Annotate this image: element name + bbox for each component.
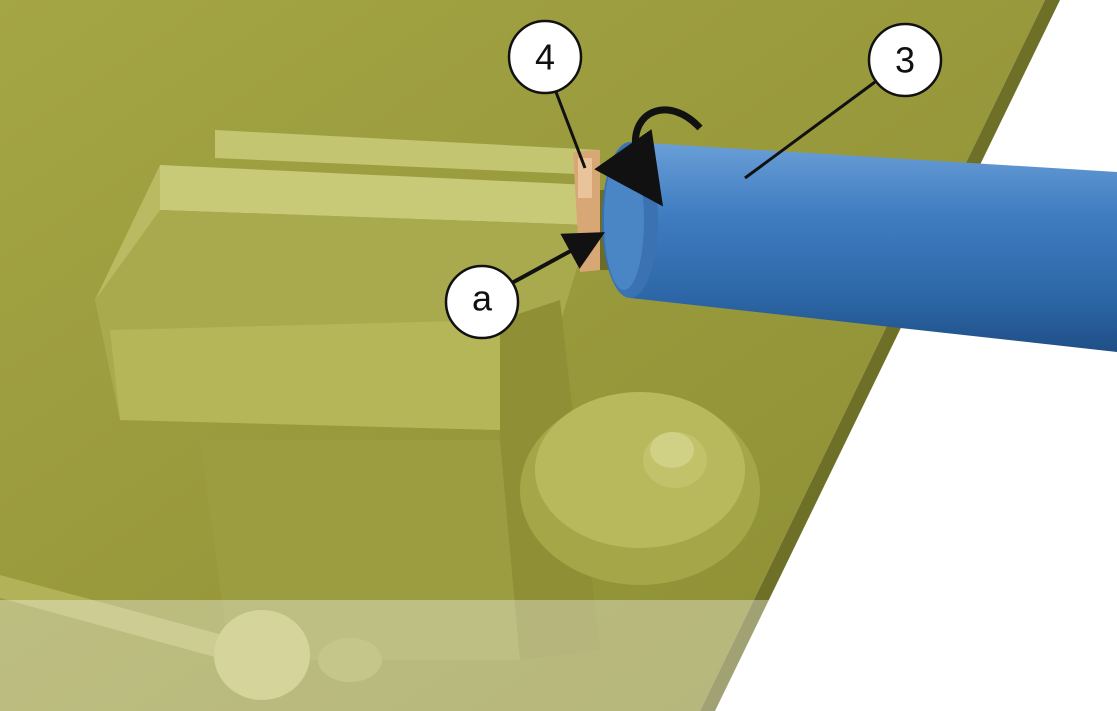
callout-3-label: 3 [895, 40, 915, 81]
vise-column [200, 440, 520, 660]
base-bolt-head [650, 432, 694, 468]
rotation-arrow-icon [594, 106, 703, 207]
callout-3: 3 [867, 22, 943, 98]
vise-body-slope [110, 320, 500, 430]
callout-4-label: 4 [535, 37, 555, 78]
vise-body-top [160, 165, 590, 225]
fitting-part-4-highlight [578, 158, 592, 198]
tube-part-3 [630, 142, 1117, 352]
vise-handle-knob [214, 610, 310, 700]
vise-handle-bar [0, 575, 260, 668]
vise-screw-end [318, 638, 382, 682]
callout-a-label: a [472, 278, 493, 319]
watermark-band [0, 600, 1117, 711]
tube-part-3-end-face [604, 150, 644, 290]
pointer-arrow-icon [509, 232, 606, 286]
leader-line-3 [744, 80, 876, 180]
swivel-base-top [535, 392, 745, 548]
callout-a: a [444, 264, 520, 340]
callout-4: 4 [507, 19, 583, 95]
leader-line-4 [554, 91, 587, 169]
vise-rear-rail [215, 130, 600, 175]
